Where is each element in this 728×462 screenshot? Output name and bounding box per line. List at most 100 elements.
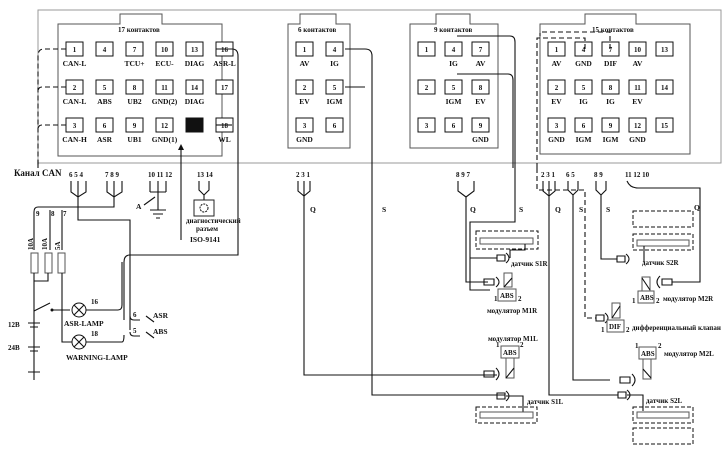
connector-pin[interactable] [185, 79, 204, 95]
switch-abs-label[interactable]: ABS [153, 327, 168, 336]
m1l-pin-1: 1 [496, 341, 500, 349]
m1r-abs-label: ABS [500, 292, 514, 300]
pin-number: 10 [634, 46, 642, 54]
pin-signal: IGM [603, 135, 619, 144]
connector-pin[interactable] [95, 117, 114, 133]
asr-lamp-icon [71, 302, 87, 318]
can-channel-label: Канал CAN [14, 168, 62, 178]
connector-pin[interactable] [295, 117, 314, 133]
pin-signal: IG [449, 59, 458, 68]
dif-pin-1: 1 [601, 326, 605, 334]
sensor-s1l-label: датчик S1L [527, 398, 563, 406]
connector-pin[interactable] [155, 79, 174, 95]
connector-pin[interactable] [444, 79, 463, 95]
connector-pin[interactable] [155, 117, 174, 133]
connector-pin[interactable] [471, 79, 490, 95]
connector-pin[interactable] [444, 41, 463, 57]
connector-pin[interactable] [655, 117, 674, 133]
pin-signal: GND [629, 135, 646, 144]
connector-pin[interactable] [601, 79, 620, 95]
modulator-m2r-label: модулятор M2R [663, 295, 714, 303]
pin-group-231-b: 2 3 1 [541, 171, 556, 179]
diag-connector-label: диагностический [186, 217, 241, 225]
fuse-1-rating: 10A [27, 238, 35, 250]
pin-number: 5 [582, 84, 586, 92]
wire-q-label-4: Q [694, 203, 700, 212]
connector-pin[interactable] [125, 79, 144, 95]
asr-lamp-label: ASR-LAMP [64, 319, 104, 328]
connector-pin[interactable] [547, 41, 566, 57]
pin-number: 8 [479, 84, 483, 92]
connector-pin[interactable] [547, 79, 566, 95]
connector-pin[interactable] [95, 41, 114, 57]
pin-number: 9 [609, 122, 613, 130]
dif-pin-2: 2 [626, 326, 630, 334]
connector-pin[interactable] [574, 79, 593, 95]
asr-lamp-pin: 16 [91, 298, 99, 306]
connector-pin[interactable] [628, 79, 647, 95]
pin-group-789: 7 8 9 [105, 171, 120, 179]
wire-s-label-4: S [606, 205, 610, 214]
connector-pin[interactable] [655, 79, 674, 95]
connector-pin[interactable] [417, 41, 436, 57]
pin-signal: GND [548, 135, 565, 144]
connector-pin[interactable] [155, 41, 174, 57]
connector-pin[interactable] [185, 41, 204, 57]
pin-signal: ASR [97, 135, 113, 144]
connector-pin[interactable] [95, 79, 114, 95]
pin-number: 6 [103, 122, 107, 130]
voltage-24-label: 24В [8, 344, 20, 352]
m1r-pin-1: 1 [494, 295, 498, 303]
connector-pin[interactable] [325, 41, 344, 57]
connector-pin[interactable] [471, 41, 490, 57]
connector-pin[interactable] [295, 41, 314, 57]
fuse-3-rating: 5A [54, 241, 62, 250]
voltage-12-label: 12В [8, 321, 20, 329]
connector-pin[interactable] [215, 79, 234, 95]
connector-pin[interactable] [574, 117, 593, 133]
pin-number: 3 [303, 122, 307, 130]
connector-pin[interactable] [125, 41, 144, 57]
pin-number: 1 [555, 46, 559, 54]
connector-pin[interactable] [628, 41, 647, 57]
pin-signal: EV [475, 97, 486, 106]
connector-pin[interactable] [295, 79, 314, 95]
pin-number: 5 [452, 84, 456, 92]
connector-pin[interactable] [655, 41, 674, 57]
pin-signal: GND(2) [152, 97, 178, 106]
pin-signal: EV [551, 97, 562, 106]
pin-number: 6 [582, 122, 586, 130]
modulator-m1l-label: модулятор M1L [488, 335, 538, 343]
pin-signal: IGM [327, 97, 343, 106]
connector-pin[interactable] [547, 117, 566, 133]
pin-signal: GND [296, 135, 313, 144]
pin-number: 5 [333, 84, 337, 92]
pin-number: 7 [479, 46, 483, 54]
connector-pin[interactable] [471, 117, 490, 133]
connector-pin[interactable] [628, 117, 647, 133]
wire-s-label-2: S [519, 205, 523, 214]
switch-asr-label[interactable]: ASR [153, 311, 169, 320]
connector-pin[interactable] [417, 117, 436, 133]
sensor-s2l-icon [636, 411, 690, 419]
connector-pin[interactable] [574, 41, 593, 57]
wire-q-label-2: Q [470, 205, 476, 214]
pin-number: 14 [661, 84, 669, 92]
connector-pin[interactable] [325, 117, 344, 133]
pin-number: 16 [221, 46, 229, 54]
connector-pin[interactable] [601, 117, 620, 133]
connector-pin[interactable] [125, 117, 144, 133]
pin-group-654: 6 5 4 [69, 171, 84, 179]
m2r-pin-1: 1 [632, 297, 636, 305]
connector-pin[interactable] [325, 79, 344, 95]
modulator-m1r-label: модулятор M1R [487, 307, 538, 315]
pin-number: 4 [582, 46, 586, 54]
pin-number: 1 [425, 46, 429, 54]
connector-pin[interactable] [444, 117, 463, 133]
switch-abs-pin: 5 [133, 327, 137, 335]
connector-pin[interactable] [417, 79, 436, 95]
connector-title: 9 контактов [434, 26, 472, 34]
pin-group-101112: 10 11 12 [148, 171, 173, 179]
connector-pin[interactable] [185, 117, 204, 133]
